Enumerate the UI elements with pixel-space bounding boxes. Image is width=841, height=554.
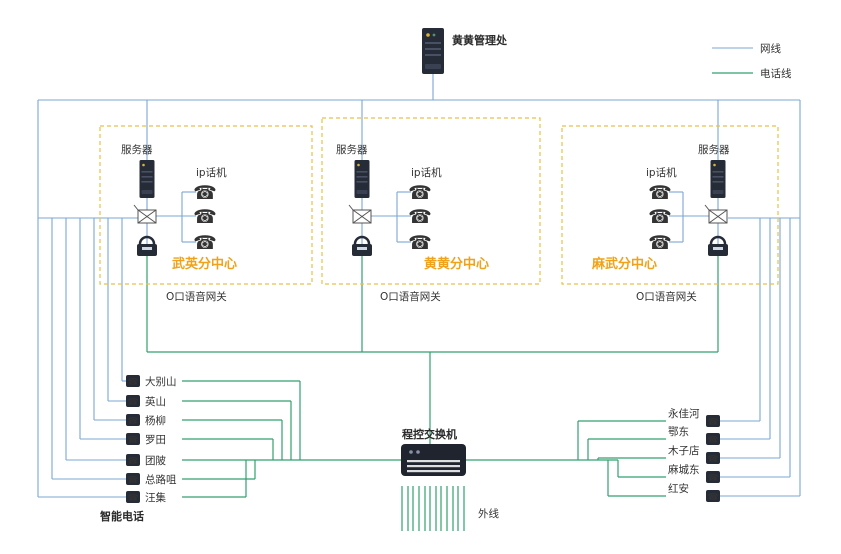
- root-node-label: 黄黄管理处: [452, 33, 508, 47]
- terminal-phone-icon: [126, 473, 140, 486]
- server-icon-2: [354, 160, 370, 198]
- terminal-phone-icon: [126, 491, 140, 504]
- management-server-icon: [422, 28, 444, 74]
- right-node-label: 鄂东: [668, 425, 689, 438]
- ip-phone-icon: [648, 182, 672, 204]
- outside-lines-label: 外线: [478, 507, 499, 520]
- center-name-3: 麻武分中心: [591, 256, 657, 272]
- left-caption: 智能电话: [100, 509, 144, 523]
- outside-lines-comb: [401, 486, 465, 531]
- ip-phone-icon: [193, 182, 217, 204]
- terminal-phone-icon: [706, 471, 720, 484]
- ip-phone-icon: [408, 182, 432, 204]
- terminal-phone-icon: [126, 395, 140, 408]
- server-label-2: 服务器: [336, 143, 368, 156]
- ip-phones-label-3: ip话机: [646, 166, 677, 179]
- gateway-label-1: O口语音网关: [166, 290, 227, 303]
- router-icon-2: [348, 204, 372, 224]
- server-icon-3: [710, 160, 726, 198]
- gateway-label-3: O口语音网关: [636, 290, 697, 303]
- center-name-1: 武英分中心: [172, 256, 237, 272]
- terminal-phone-icon: [706, 490, 720, 503]
- legend-network-label: 网线: [760, 42, 781, 55]
- server-label-1: 服务器: [121, 143, 153, 156]
- router-icon-1: [133, 204, 157, 224]
- ip-phone-icon: [193, 206, 217, 228]
- switch-label: 程控交换机: [402, 427, 457, 441]
- center-name-2: 黄黄分中心: [424, 256, 489, 272]
- left-node-label: 杨柳: [145, 414, 166, 427]
- center-box-wuying: [99, 125, 313, 285]
- ip-phone-icon: [648, 206, 672, 228]
- legend-phone-label: 电话线: [760, 67, 792, 80]
- right-node-label: 红安: [668, 482, 689, 495]
- ip-phone-icon: [193, 232, 217, 254]
- center-box-huanghuang: [321, 117, 541, 285]
- server-icon-1: [139, 160, 155, 198]
- left-node-label: 汪集: [145, 491, 166, 504]
- router-icon-3: [704, 204, 728, 224]
- right-node-label: 木子店: [668, 444, 700, 457]
- left-node-label: 英山: [145, 395, 166, 408]
- terminal-phone-icon: [126, 375, 140, 388]
- legend: [712, 47, 753, 74]
- gateway-label-2: O口语音网关: [380, 290, 441, 303]
- pbx-switch-icon: [401, 444, 466, 476]
- left-node-label: 大别山: [145, 375, 177, 388]
- left-node-label: 总路咀: [145, 473, 177, 486]
- center-box-mawu: [561, 125, 779, 285]
- right-node-label: 麻城东: [668, 463, 700, 476]
- left-node-label: 罗田: [145, 434, 166, 446]
- ip-phones-label-2: ip话机: [411, 166, 442, 179]
- terminal-phone-icon: [706, 415, 720, 428]
- terminal-phone-icon: [706, 433, 720, 446]
- terminal-phone-icon: [706, 452, 720, 465]
- ip-phone-icon: [408, 232, 432, 254]
- terminal-phone-icon: [126, 454, 140, 467]
- terminal-phone-icon: [126, 433, 140, 446]
- server-label-3: 服务器: [698, 143, 730, 156]
- ip-phone-icon: [648, 232, 672, 254]
- ip-phones-label-1: ip话机: [196, 166, 227, 179]
- terminal-phone-icon: [126, 414, 140, 427]
- right-node-label: 永佳河: [668, 407, 700, 420]
- ip-phone-icon: [408, 206, 432, 228]
- left-node-label: 团陂: [145, 454, 166, 467]
- phone-lines: [146, 256, 719, 531]
